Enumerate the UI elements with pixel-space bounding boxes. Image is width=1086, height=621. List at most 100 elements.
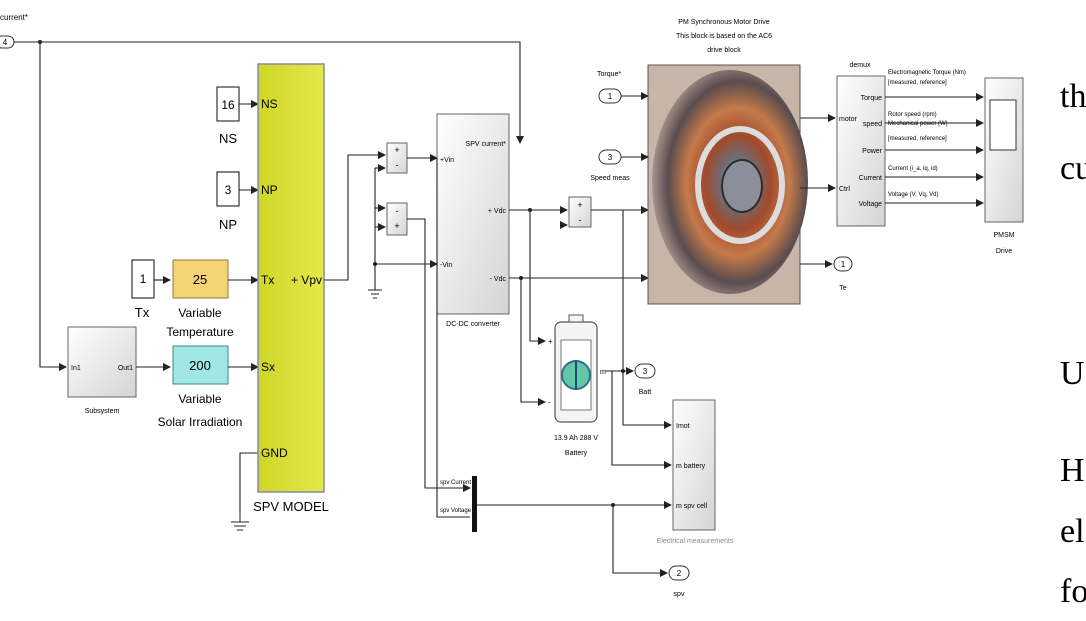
sum-bottom-plus: + bbox=[394, 221, 399, 231]
ground-icon bbox=[231, 512, 249, 531]
speed-inport-number: 3 bbox=[608, 153, 613, 162]
converter-port-plus-vdc: + Vdc bbox=[488, 208, 507, 215]
spv-port-sx: Sx bbox=[261, 360, 275, 374]
side-text-2: cu bbox=[1060, 150, 1086, 187]
ns-value: 16 bbox=[221, 98, 235, 112]
sum-block-top[interactable]: + - bbox=[386, 142, 408, 174]
tx-constant-block[interactable]: 1 bbox=[131, 259, 155, 299]
sum-right-plus: + bbox=[577, 200, 582, 210]
converter-port-spv-current: SPV current* bbox=[466, 141, 507, 148]
spv-model-block[interactable]: NS NP Tx Sx GND + Vpv bbox=[257, 63, 325, 493]
sum-bottom-minus: - bbox=[396, 206, 399, 216]
te-label: Te bbox=[839, 285, 847, 292]
spv-port-np: NP bbox=[261, 183, 278, 197]
irradiation-caption-2: Solar Irradiation bbox=[158, 415, 243, 429]
ns-caption: NS bbox=[219, 131, 237, 146]
meas-port-m-spv-cell: m spv cell bbox=[676, 503, 708, 510]
measurements-caption: Electrical measurements bbox=[657, 538, 734, 545]
scope-caption-2: Drive bbox=[996, 248, 1012, 255]
side-text-1: th bbox=[1060, 78, 1086, 115]
np-caption: NP bbox=[219, 217, 237, 232]
np-value: 3 bbox=[225, 183, 232, 197]
converter-port-minus-vin: -Vin bbox=[440, 262, 452, 269]
np-constant-block[interactable]: 3 bbox=[216, 171, 240, 207]
junction-dot bbox=[38, 40, 42, 44]
converter-port-minus-vdc: - Vdc bbox=[490, 276, 507, 283]
sum-block-right[interactable]: + - bbox=[568, 196, 592, 228]
mux-bar[interactable] bbox=[472, 476, 477, 532]
temperature-caption-1: Variable bbox=[178, 306, 221, 320]
battery-plus-port: + bbox=[548, 337, 553, 346]
ground-icon bbox=[368, 289, 382, 299]
electrical-measurements-block[interactable]: Imot m battery m spv cell bbox=[672, 399, 716, 531]
converter-caption: DC-DC converter bbox=[446, 321, 500, 328]
sum-block-bottom[interactable]: - + bbox=[386, 202, 408, 236]
motor-drive-title-1: PM Synchronous Motor Drive bbox=[678, 19, 770, 26]
motor-drive-title-2: This block is based on the AC6 bbox=[676, 33, 772, 40]
meas-port-m-battery: m battery bbox=[676, 463, 706, 470]
temperature-block[interactable]: 25 bbox=[172, 259, 229, 299]
battery-minus-wire bbox=[520, 278, 546, 406]
spv-outport[interactable] bbox=[668, 565, 690, 581]
side-text-6: fo bbox=[1060, 573, 1086, 610]
dc-dc-converter-block[interactable]: SPV current* +Vin -Vin + Vdc - Vdc bbox=[436, 113, 510, 315]
battery-block[interactable]: + - m bbox=[548, 314, 606, 423]
current-inport-number: 4 bbox=[3, 38, 8, 47]
current-ref-wire bbox=[14, 41, 524, 144]
demux-port-power: Power bbox=[862, 148, 883, 155]
motor-drive-title-3: drive block bbox=[707, 47, 741, 54]
spv-current-wire bbox=[424, 264, 471, 492]
demux-port-current: Current bbox=[859, 175, 882, 182]
battery-plus-wire bbox=[529, 210, 546, 345]
signal-voltage: Voltage (V, Vq, Vd) bbox=[888, 192, 938, 198]
pm-synchronous-motor-drive-block[interactable] bbox=[647, 64, 808, 305]
speed-meas-label: Speed meas bbox=[590, 175, 630, 182]
side-text-3: U bbox=[1060, 355, 1085, 392]
irradiation-block[interactable]: 200 bbox=[172, 345, 229, 385]
demux-in-motor: motor bbox=[839, 116, 858, 123]
current-ref-label: current* bbox=[0, 13, 28, 22]
spv-port-tx: Tx bbox=[261, 273, 274, 287]
te-outport-number: 1 bbox=[841, 260, 846, 269]
motor-ring-icon bbox=[695, 126, 785, 244]
signal-current: Current (i_a, iq, id) bbox=[888, 166, 938, 172]
scope-screen-icon bbox=[989, 99, 1017, 151]
subsystem-input-wire bbox=[39, 42, 67, 371]
spv-port-gnd: GND bbox=[261, 446, 288, 460]
minus-vin-wire bbox=[407, 218, 438, 268]
batt-outport[interactable] bbox=[634, 363, 656, 379]
spv-label: spv bbox=[674, 591, 685, 598]
mux-label-spv-voltage: spv Voltage bbox=[440, 508, 472, 514]
demux-block[interactable]: motor Ctrl Torque speed Power Current Vo… bbox=[836, 75, 886, 227]
demux-title: demux bbox=[849, 62, 871, 69]
spv-port-vpv: + Vpv bbox=[291, 273, 322, 287]
junction-dot bbox=[373, 262, 377, 266]
temperature-value: 25 bbox=[193, 272, 207, 287]
sum-top-plus: + bbox=[394, 145, 399, 155]
side-text-4: H bbox=[1060, 452, 1085, 489]
spv-port-ns: NS bbox=[261, 97, 278, 111]
demux-port-torque: Torque bbox=[861, 95, 883, 102]
irradiation-value: 200 bbox=[189, 358, 211, 373]
ns-constant-block[interactable]: 16 bbox=[216, 86, 240, 122]
signal-mech-power: Mechanical power (W) bbox=[888, 121, 948, 127]
converter-port-plus-vin: +Vin bbox=[440, 157, 454, 164]
spv-out-wire bbox=[612, 505, 668, 577]
battery-m-port: m bbox=[600, 369, 606, 376]
signal-power-ref: [measured, reference] bbox=[888, 136, 947, 142]
m-battery-wire bbox=[611, 371, 672, 469]
signal-torque-ref: [measured, reference] bbox=[888, 80, 947, 86]
demux-port-speed: speed bbox=[863, 121, 882, 128]
te-outport[interactable] bbox=[833, 256, 853, 272]
side-text-5: el bbox=[1060, 513, 1085, 550]
imot-wire bbox=[622, 210, 672, 429]
spv-outport-number: 2 bbox=[677, 569, 682, 578]
tx-caption: Tx bbox=[135, 305, 150, 320]
subsystem-block[interactable]: In1 Out1 bbox=[67, 326, 137, 398]
vpv-wire bbox=[324, 151, 386, 281]
subsystem-in-port: In1 bbox=[71, 365, 81, 372]
battery-caption-2: Battery bbox=[565, 450, 588, 457]
subsystem-out-port: Out1 bbox=[118, 365, 133, 372]
pmsm-drive-scope[interactable] bbox=[984, 77, 1024, 223]
